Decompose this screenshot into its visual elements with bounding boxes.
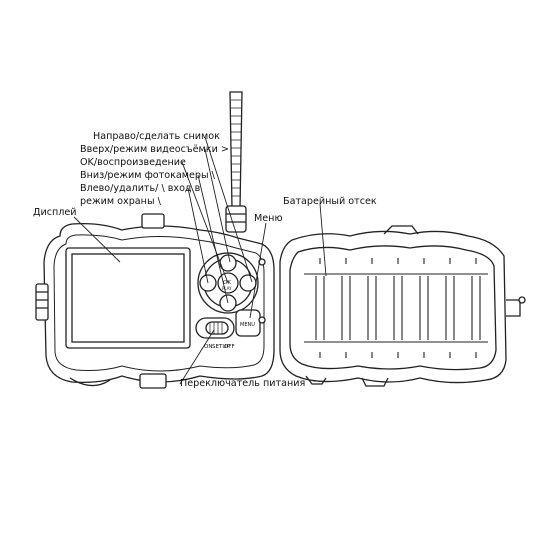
right-battery-unit: [279, 225, 526, 387]
right-button: [239, 274, 257, 292]
ok-button-sub-mark: PLAY: [222, 286, 232, 291]
antenna: [225, 91, 247, 233]
battery-slots: [304, 258, 488, 358]
label-left-delete-2: режим охраны \: [80, 196, 161, 207]
ok-button-mark: OK: [223, 280, 231, 286]
display-screen: [65, 247, 191, 349]
switch-setup-mark: SETUP: [212, 344, 230, 350]
label-right-snapshot: Направо/сделать снимок: [93, 131, 220, 142]
leader-lines: [73, 136, 327, 385]
label-power-switch: Переключатель питания: [180, 378, 306, 389]
switch-on-mark: ON: [204, 344, 212, 350]
label-up-video: Вверх/режим видеосъёмки >: [80, 144, 229, 155]
label-battery: Батарейный отсек: [283, 196, 377, 207]
switch-off-mark: OFF: [224, 344, 235, 350]
menu-button-mark: MENU: [240, 322, 255, 328]
label-ok-playback: OK/воспроизведение: [80, 157, 186, 168]
power-switch: [195, 317, 235, 339]
label-menu: Меню: [254, 213, 283, 224]
label-display: Дисплей: [33, 207, 77, 218]
label-left-delete-1: Влево/удалить/ \ вход в: [80, 183, 201, 194]
label-down-photo: Вниз/режим фотокамеры \: [80, 170, 215, 181]
